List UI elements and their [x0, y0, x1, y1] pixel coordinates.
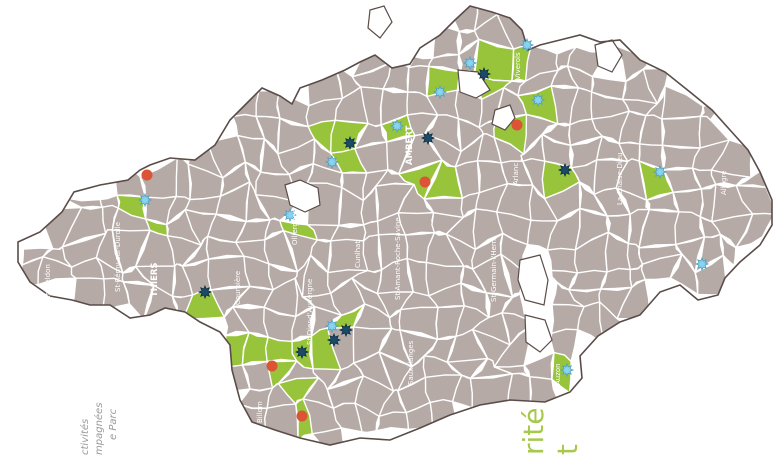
enclave-border — [284, 179, 321, 213]
light-star-icon — [282, 207, 298, 223]
legend-line-1: ctivités — [79, 419, 91, 455]
town-label-st-amant: St-Amant-Roche-Savine — [394, 217, 402, 300]
light-star-icon — [559, 362, 575, 378]
town-label-sauxillanges: Sauxillanges — [407, 340, 415, 385]
light-star-icon — [389, 118, 405, 134]
marker-layer — [137, 37, 710, 422]
town-label-billom: Billom — [256, 401, 264, 423]
town-labels: Châteldon St-Rémy-sur-Durolle THIERS Cou… — [44, 52, 728, 423]
legend-line-2: mpagnées — [93, 403, 105, 455]
town-label-st-dier: St-Dier-d'Auvergne — [306, 279, 314, 345]
red-dot-icon — [511, 119, 523, 131]
highlighted-commune — [423, 159, 463, 200]
town-label-cunlhat: Cunlhat — [354, 241, 362, 268]
red-dot-icon — [296, 410, 308, 422]
dark-star-icon — [557, 162, 573, 178]
highlighted-commune — [310, 327, 342, 371]
dark-star-icon — [342, 135, 358, 151]
highlighted-commune — [426, 65, 462, 98]
town-label-st-germain: St-Germain-l'Herm — [490, 236, 498, 302]
town-label-st-remy: St-Rémy-sur-Durolle — [114, 222, 122, 292]
commune — [397, 211, 436, 236]
commune — [65, 197, 104, 209]
enclave-border — [524, 314, 553, 353]
dark-star-icon — [420, 130, 436, 146]
dark-star-icon — [294, 344, 310, 360]
highlighted-commune — [330, 147, 368, 174]
legend: ctivités mpagnées e Parc — [79, 403, 119, 455]
light-star-icon — [519, 37, 535, 53]
town-label-thiers: THIERS — [150, 262, 160, 297]
dark-star-icon — [197, 284, 213, 300]
town-label-auzon: Auzon — [554, 363, 562, 385]
title-fragment-2: t — [551, 444, 584, 455]
red-dot-icon — [141, 169, 153, 181]
page-title: rité t — [517, 408, 584, 455]
town-label-viverols: Viverols — [514, 52, 522, 80]
town-label-ambert: AMBERT — [405, 126, 415, 165]
light-star-icon — [530, 92, 546, 108]
town-label-olliergues: Olliergues — [291, 209, 299, 245]
town-label-arlanc: Arlanc — [512, 163, 520, 185]
town-label-courpiere: Courpière — [234, 271, 242, 305]
commune — [719, 233, 737, 267]
highlighted-commune — [144, 218, 169, 237]
dark-star-icon — [476, 66, 492, 82]
enclave-border — [594, 39, 623, 73]
light-star-icon — [137, 192, 153, 208]
town-label-allegre: Allègre — [720, 171, 728, 195]
enclave-border — [517, 254, 549, 306]
light-star-icon — [652, 164, 668, 180]
legend-line-3: e Parc — [108, 408, 119, 440]
park-border — [17, 5, 773, 446]
enclave-border — [457, 69, 491, 99]
light-star-icon — [324, 154, 340, 170]
red-dot-icon — [266, 360, 278, 372]
light-star-icon — [694, 256, 710, 272]
highlighted-commune — [279, 219, 319, 241]
light-star-icon — [462, 55, 478, 71]
commune — [735, 212, 776, 249]
enclave-border — [491, 104, 516, 131]
town-label-la-chaise-dieu: La Chaise-Dieu — [616, 152, 624, 205]
dark-star-icon — [338, 322, 354, 338]
commune — [661, 115, 702, 149]
town-label-chateldon: Châteldon — [44, 264, 52, 300]
title-fragment-1: rité — [517, 408, 550, 455]
enclave-border — [367, 5, 393, 39]
dark-star-icon — [326, 332, 342, 348]
red-dot-icon — [419, 176, 431, 188]
light-star-icon — [432, 84, 448, 100]
light-star-icon — [324, 318, 340, 334]
